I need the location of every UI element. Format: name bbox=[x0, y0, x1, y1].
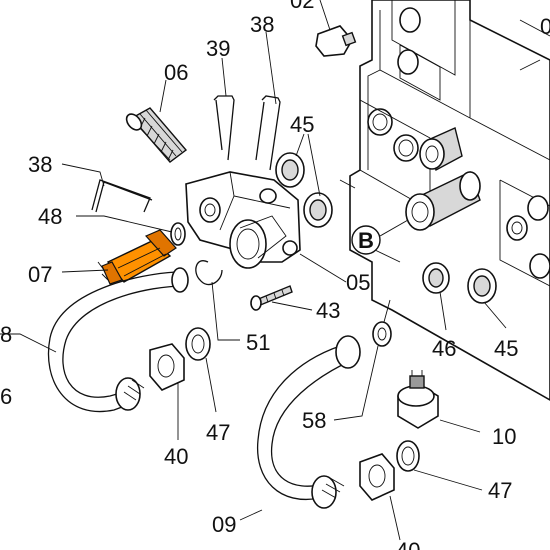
part-40-nut-bottom bbox=[359, 453, 395, 501]
part-48-o-ring bbox=[170, 222, 186, 246]
label-51: 51 bbox=[246, 330, 270, 355]
label-08: 8 bbox=[0, 322, 12, 347]
part-10-solenoid bbox=[397, 370, 439, 429]
part-51-circlip bbox=[195, 260, 223, 286]
label-B: B bbox=[358, 228, 374, 253]
part-47-gasket-left bbox=[185, 327, 211, 361]
label-38-left: 38 bbox=[28, 152, 52, 177]
label-07: 07 bbox=[28, 262, 52, 287]
leader-lines bbox=[0, 0, 541, 541]
part-45-seal-upper bbox=[275, 152, 305, 188]
part-02-sensor bbox=[315, 25, 357, 57]
label-10: 10 bbox=[492, 424, 516, 449]
label-09: 09 bbox=[212, 512, 236, 537]
label-0-right: 0 bbox=[540, 14, 550, 39]
label-45-top: 45 bbox=[290, 112, 314, 137]
part-38-top-clip bbox=[255, 95, 281, 171]
label-06: 06 bbox=[164, 60, 188, 85]
label-b-marker: B bbox=[351, 225, 381, 255]
part-38-left-clip bbox=[91, 179, 153, 213]
label-05: 05 bbox=[346, 270, 370, 295]
part-58-o-ring bbox=[372, 321, 392, 347]
part-39-clip bbox=[213, 95, 235, 161]
label-39: 39 bbox=[206, 36, 230, 61]
label-46: 46 bbox=[432, 336, 456, 361]
part-45-seal-lower bbox=[303, 192, 333, 228]
part-09-pipe bbox=[256, 335, 361, 509]
label-58: 58 bbox=[302, 408, 326, 433]
label-47-right: 47 bbox=[488, 478, 512, 503]
label-40: 40 bbox=[164, 444, 188, 469]
part-40-nut-left bbox=[149, 343, 185, 391]
label-06-left: 6 bbox=[0, 384, 12, 409]
frame-fitting-upper bbox=[419, 127, 463, 172]
part-05-valve-body bbox=[185, 171, 301, 269]
label-43: 43 bbox=[316, 298, 340, 323]
part-07-highlighted-sensor bbox=[97, 229, 177, 285]
label-38-top: 38 bbox=[250, 12, 274, 37]
label-47-left: 47 bbox=[206, 420, 230, 445]
part-08-pipe bbox=[47, 267, 189, 413]
label-02: 02 bbox=[290, 0, 314, 13]
part-46-seal bbox=[422, 262, 450, 294]
label-45-right: 45 bbox=[494, 336, 518, 361]
part-45-seal-right bbox=[467, 268, 497, 304]
part-43-screw bbox=[250, 285, 293, 311]
label-40-bottom: 40 bbox=[396, 538, 420, 550]
frame-fitting-lower bbox=[405, 171, 481, 231]
label-48: 48 bbox=[38, 204, 62, 229]
part-06-finned-sensor bbox=[125, 107, 188, 163]
part-47-gasket-right bbox=[396, 440, 420, 472]
